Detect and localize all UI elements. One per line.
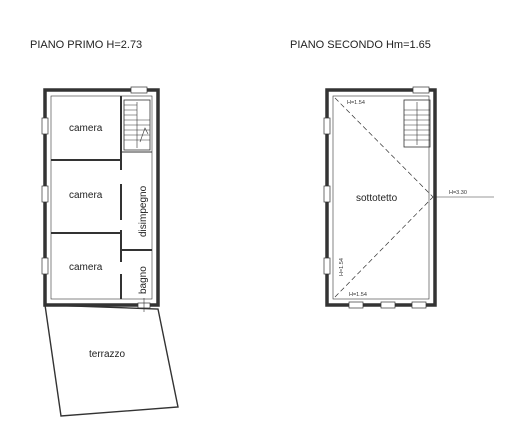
floor2-plan [323,86,494,309]
room-label-camera-mid: camera [69,190,103,201]
room-label-sottotetto: sottotetto [356,193,398,204]
room-label-camera-bottom: camera [69,262,103,273]
window [41,257,49,275]
height-label-left-side: H=1.54 [339,258,345,276]
roof-lines [334,97,434,298]
window [412,86,430,94]
floor2-inner-wall [332,95,430,300]
window [380,301,396,309]
room-label-terrace: terrazzo [89,349,126,360]
floor1-inner-wall [50,95,153,300]
floor1-title: PIANO PRIMO H=2.73 [30,39,142,51]
door-gap [119,262,124,274]
window [41,185,49,203]
height-label-ridge: H=3.30 [449,190,467,196]
room-label-hallway: disimpegno [138,185,149,237]
height-label-top-left: H=1.54 [347,100,365,106]
terrace-outline [44,304,179,417]
window [323,257,331,275]
door-gap [119,170,124,184]
window [323,185,331,203]
height-label-bottom-left: H=1.54 [349,292,367,298]
floor1-plan [41,86,179,417]
window [323,117,331,135]
room-label-camera-top: camera [69,123,103,134]
room-label-bathroom: bagno [138,266,149,294]
window [41,117,49,135]
stair-well [403,99,431,148]
window [411,301,427,309]
window [348,301,364,309]
door-gap [119,220,124,230]
stair-arrow [139,127,149,143]
window [130,86,148,94]
floor2-title: PIANO SECONDO Hm=1.65 [290,39,431,51]
